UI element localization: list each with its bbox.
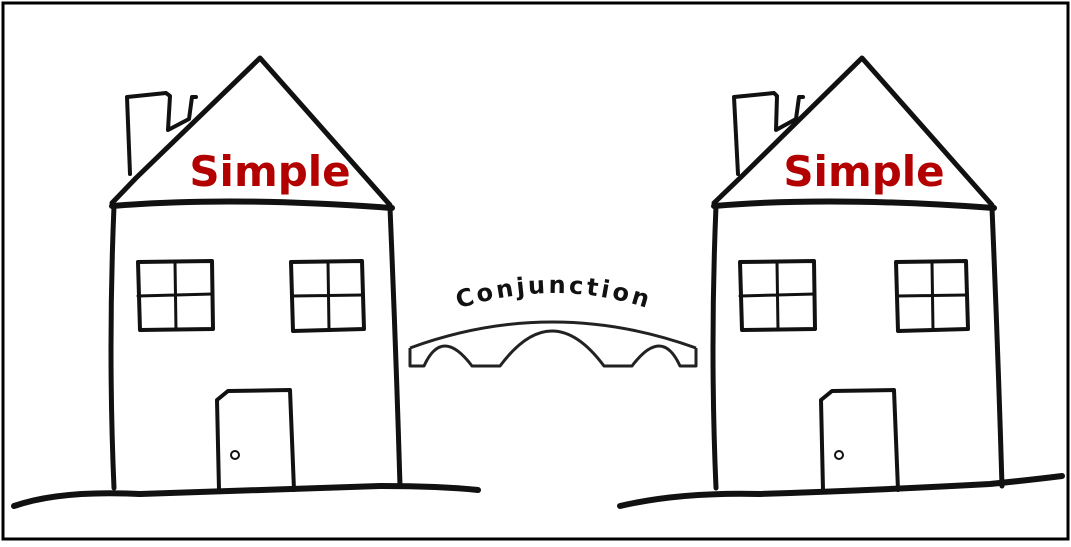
house-right xyxy=(617,55,1065,509)
house-left-label: Simple xyxy=(189,147,350,196)
bridge-panel xyxy=(402,290,702,376)
house-left xyxy=(11,55,481,509)
house-right-label: Simple xyxy=(783,147,944,196)
bridge-icon xyxy=(408,320,698,368)
